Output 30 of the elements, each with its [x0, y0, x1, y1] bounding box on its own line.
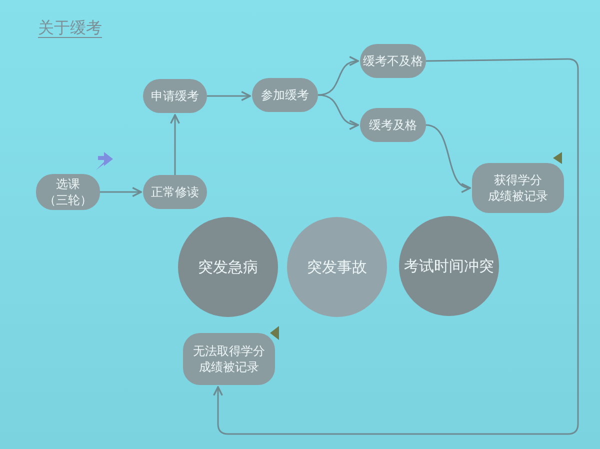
node-text: 缓考不及格	[363, 53, 423, 69]
step-box	[360, 44, 426, 78]
node-text: 突发急病	[198, 259, 258, 275]
arrow	[426, 124, 471, 192]
arrow	[318, 94, 359, 130]
node-text: 缓考及格	[369, 117, 417, 133]
node-text: 考试时间冲突	[404, 258, 494, 274]
node-text: （三轮）	[44, 192, 92, 208]
node-text: 正常修读	[151, 184, 199, 200]
step-box	[472, 163, 564, 213]
step-box	[252, 78, 318, 112]
arrow	[212, 58, 579, 435]
arrow	[170, 114, 180, 175]
node-text: 申请缓考	[151, 88, 199, 104]
step-box	[183, 333, 275, 385]
node-text: 突发事故	[307, 259, 367, 275]
node-text: 成绩被记录	[199, 359, 259, 375]
node-text: 获得学分	[494, 172, 542, 188]
node-text: 参加缓考	[261, 87, 309, 103]
step-box	[360, 108, 426, 142]
slide-title: 关于缓考	[38, 18, 102, 39]
step-box	[143, 79, 207, 113]
node-text: 无法取得学分	[193, 343, 265, 359]
step-box	[36, 174, 100, 210]
arrow	[207, 90, 251, 102]
node-text: 成绩被记录	[488, 188, 548, 204]
node-text: 选课	[56, 176, 80, 192]
arrow	[318, 57, 359, 96]
step-box	[143, 175, 207, 209]
arrow	[100, 186, 142, 198]
